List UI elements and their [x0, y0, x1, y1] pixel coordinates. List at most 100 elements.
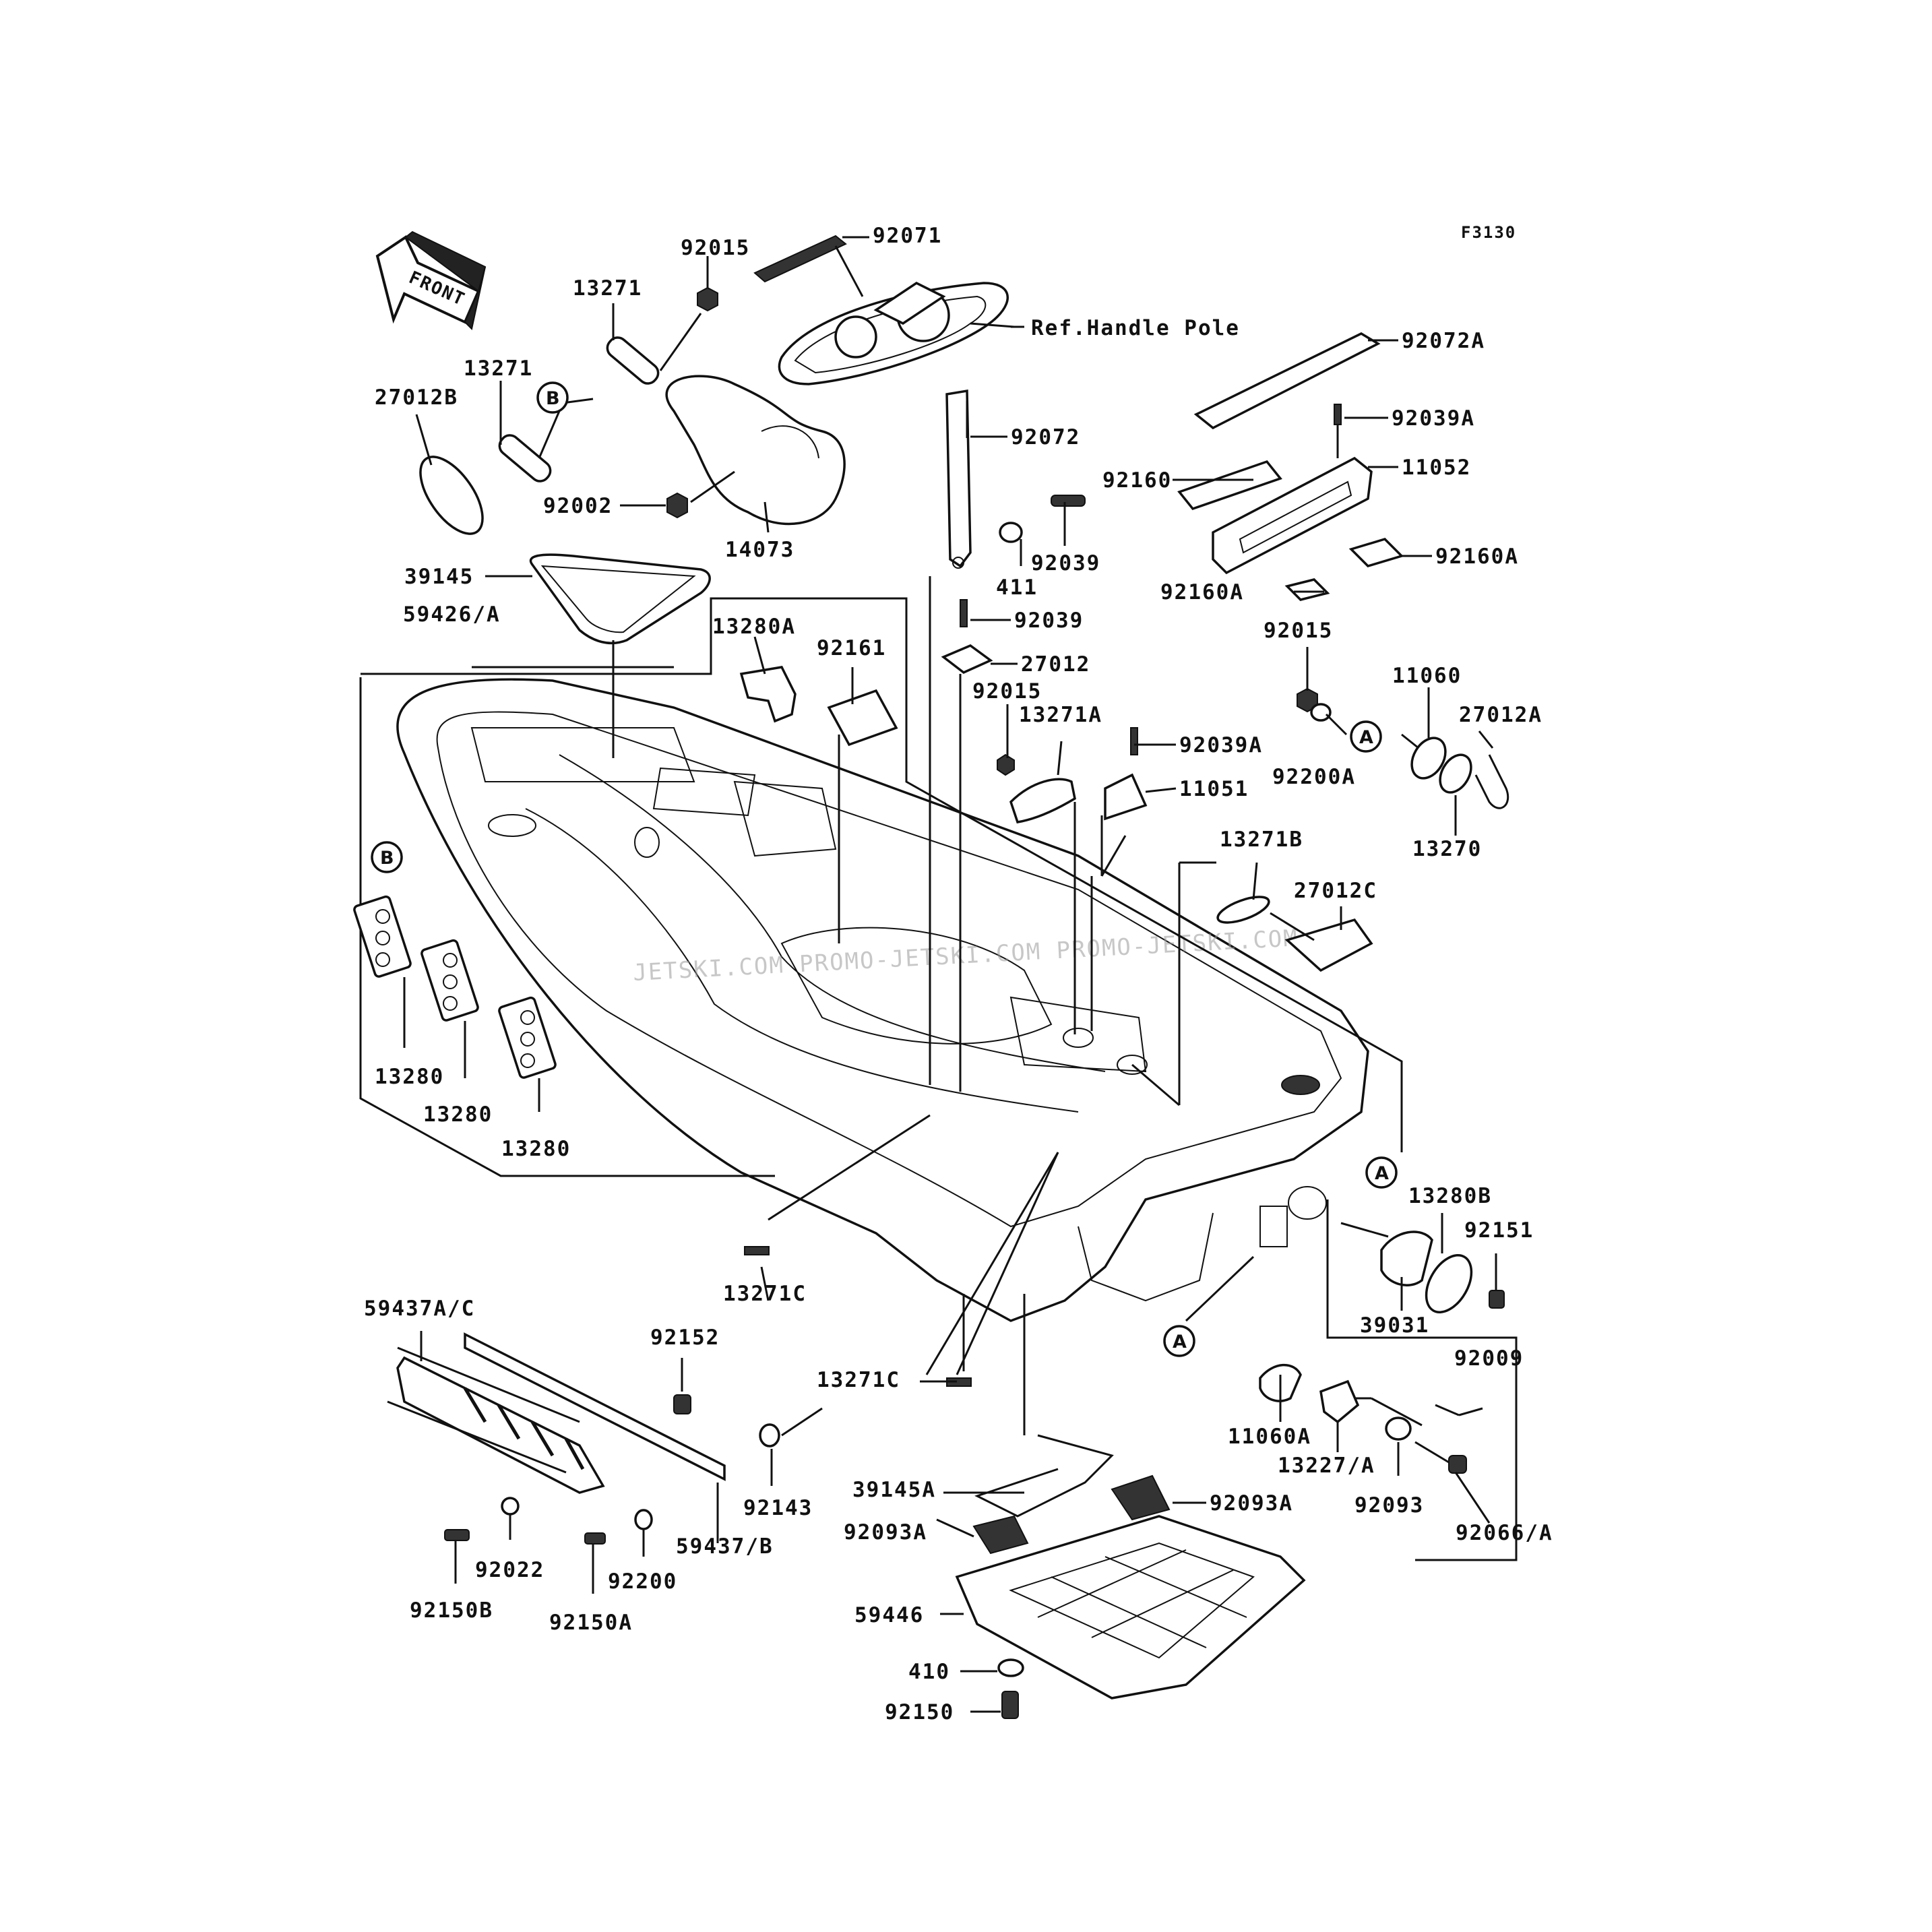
label-92039A: 92039A	[1392, 406, 1475, 431]
label-11060A: 11060A	[1228, 1425, 1311, 1449]
washer-92022	[501, 1497, 520, 1516]
label-13271: 13271	[464, 356, 533, 381]
handle-pole-hood	[778, 281, 1009, 385]
label-92152: 92152	[650, 1326, 720, 1350]
washer-92143	[759, 1423, 780, 1447]
label-92160: 92160	[1102, 468, 1172, 493]
label-92009: 92009	[1454, 1346, 1524, 1371]
ride-plate-slots	[463, 1387, 585, 1470]
hull-frame-lines	[359, 597, 1518, 1561]
seal-39145A	[974, 1434, 1114, 1518]
label-92093A: 92093A	[1210, 1491, 1293, 1516]
ref-circle-B-top: B	[536, 381, 569, 414]
nut-92015-top	[697, 286, 718, 312]
intake-grate-59446	[955, 1515, 1306, 1700]
ubolt-27012A	[1474, 754, 1509, 809]
label-92071: 92071	[873, 224, 942, 248]
label-92093: 92093	[1354, 1493, 1424, 1518]
clamp-13280-b	[420, 939, 479, 1022]
plate-27012	[941, 644, 993, 675]
screw-92151	[1489, 1290, 1505, 1309]
label-92093A: 92093A	[844, 1520, 927, 1545]
label-92150: 92150	[885, 1700, 954, 1724]
ride-plate-59437A	[396, 1356, 605, 1494]
label-410: 410	[908, 1660, 950, 1684]
label-411: 411	[996, 575, 1038, 600]
screw-92009	[1435, 1404, 1460, 1416]
bracket-13271A	[1009, 778, 1076, 823]
ride-plate-59437B	[464, 1332, 726, 1481]
screw-92150A	[584, 1532, 606, 1545]
label-92039: 92039	[1031, 551, 1100, 575]
label-59426A: 59426/A	[403, 602, 501, 627]
label-13270: 13270	[1412, 837, 1482, 861]
clamp-13280-c	[498, 996, 557, 1079]
label-13271C: 13271C	[817, 1368, 900, 1392]
label-92143: 92143	[743, 1496, 813, 1520]
washer-92200	[634, 1509, 653, 1530]
label-13271A: 13271A	[1019, 703, 1102, 727]
label-13280B: 13280B	[1408, 1184, 1492, 1208]
ref-circle-A-right: A	[1350, 720, 1382, 753]
bolt-92039A-b	[1130, 727, 1138, 755]
label-92072A: 92072A	[1402, 329, 1485, 353]
part-labels: 92015 92071 13271 13271 27012B Ref.Handl…	[364, 224, 1553, 1724]
bolt-92150	[1001, 1691, 1019, 1719]
hull-body	[396, 678, 1369, 1322]
label-39145A: 39145A	[852, 1478, 936, 1502]
washer-410	[997, 1658, 1024, 1677]
screw-92150B	[444, 1529, 470, 1541]
label-13280: 13280	[423, 1102, 493, 1127]
label-59446: 59446	[854, 1603, 924, 1627]
label-92015: 92015	[972, 679, 1042, 704]
pad-92160	[1177, 460, 1282, 511]
gasket-11060	[1410, 737, 1447, 780]
label-11060: 11060	[1392, 664, 1462, 688]
washer-92093	[1385, 1416, 1412, 1441]
label-59437B: 59437/B	[676, 1534, 774, 1559]
label-13280A: 13280A	[712, 615, 796, 639]
front-arrow-icon: FRONT	[375, 230, 487, 331]
plate-13271-lower	[498, 434, 552, 482]
label-92160A: 92160A	[1435, 544, 1519, 569]
label-27012: 27012	[1021, 652, 1090, 677]
bolt-92002	[666, 492, 688, 519]
label-13280: 13280	[501, 1137, 571, 1161]
washer-92200A	[1310, 703, 1332, 722]
label-92072: 92072	[1011, 425, 1080, 449]
cover-14073	[665, 375, 846, 526]
label-92039: 92039	[1014, 609, 1084, 633]
label-92039A: 92039A	[1179, 733, 1263, 757]
label-92015: 92015	[681, 236, 750, 260]
svg-text:B: B	[380, 848, 394, 869]
plate-13271B	[1216, 896, 1270, 924]
fitting-13227A	[1319, 1379, 1360, 1424]
label-92015: 92015	[1264, 619, 1333, 643]
label-13271C: 13271C	[723, 1282, 807, 1306]
ref-circle-A-hull: A	[1365, 1156, 1398, 1189]
label-92150A: 92150A	[549, 1611, 633, 1635]
label-ref-handle-pole: Ref.Handle Pole	[1031, 316, 1240, 340]
svg-text:A: A	[1359, 727, 1373, 748]
strap-92072A	[1193, 332, 1381, 430]
label-92002: 92002	[543, 494, 613, 518]
label-11052: 11052	[1402, 456, 1471, 480]
pad-92093A-left	[972, 1515, 1029, 1555]
bolt-92039-b	[960, 599, 968, 627]
clamp-13280-a	[353, 895, 412, 978]
label-92200: 92200	[608, 1569, 677, 1594]
bolt-92152	[673, 1394, 691, 1414]
bracket-11052	[1212, 404, 1373, 575]
svg-text:A: A	[1173, 1332, 1187, 1352]
label-27012C: 27012C	[1294, 879, 1377, 903]
label-92066A: 92066/A	[1456, 1521, 1553, 1545]
figure-code: F3130	[1461, 223, 1516, 242]
pad-92093A-right	[1111, 1474, 1171, 1521]
label-27012A: 27012A	[1459, 703, 1543, 727]
label-13271: 13271	[573, 276, 642, 301]
label-14073: 14073	[725, 538, 794, 562]
pad-92160A-right	[1348, 538, 1404, 567]
ring-13280B	[1425, 1254, 1473, 1313]
label-13280: 13280	[375, 1065, 444, 1089]
